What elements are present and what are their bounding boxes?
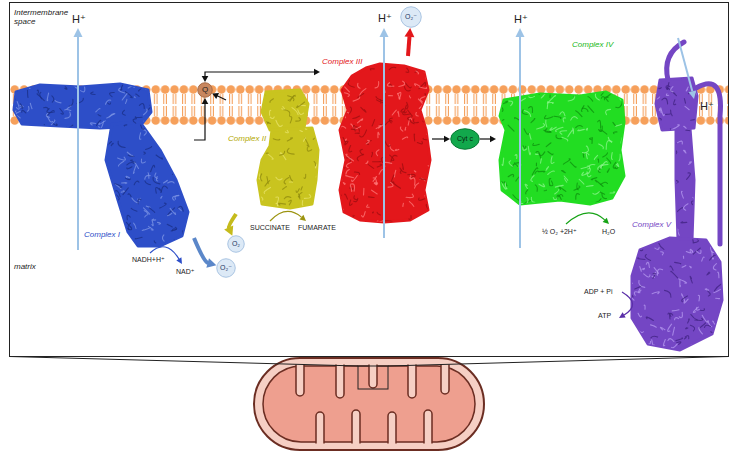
reaction-arrow [622,292,633,315]
mitochondrion-outer [254,358,484,450]
node-label: Complex IV [572,40,613,49]
protein-surface [632,238,722,350]
arrowhead [405,28,415,37]
protein-texture [628,30,726,354]
node-label: O₂ [232,240,240,248]
node-label: Complex V [632,220,671,229]
protein-surface [258,128,318,208]
proton-label: H⁺ [700,100,714,113]
arrowhead [444,136,450,143]
complex-iv: Complex IV [496,36,626,208]
protein-texture [226,84,320,214]
zoom-lines [10,357,729,367]
node-label: Complex I [84,230,120,239]
protein-surface [676,128,694,240]
arrowhead [206,258,216,268]
connector-line [205,72,315,77]
superoxide-bubble: O₂⁻ [400,6,422,28]
protein-surface [262,90,308,130]
connector-line [408,36,410,56]
product-label: ATP [598,312,611,320]
arrowhead [224,226,233,236]
protein-surface [106,122,188,246]
zoom-box [358,366,388,389]
complex-ii-shape [226,84,320,214]
oxygen-bubble: O₂ [227,235,245,253]
substrate-label: ½ O₂ +2H⁺ [542,228,577,236]
connector-line [217,96,226,100]
cytochrome-c-circle: Cyt c [450,128,480,150]
complex-iv-shape [496,36,626,208]
reaction-arrowhead [300,215,307,221]
complex-iii: Complex III [320,56,432,230]
proton-label: H⁺ [72,13,86,26]
ubiquinone-circle: Q [197,82,213,98]
node-label: O₂⁻ [220,264,232,272]
inset-frame [10,3,729,357]
circle-outline [451,129,480,150]
connector-line [194,238,208,263]
substrate-label: ADP + Pi [584,288,612,296]
reaction-arrowhead [176,257,182,264]
proton-arrows [78,35,692,250]
superoxide-bubble: O₂⁻ [216,258,236,278]
complex-i-shape [12,80,194,252]
substrate-label: SUCCINATE [250,224,290,232]
product-label: H₂O [602,228,615,236]
node-label: Complex II [228,134,266,143]
arrowhead [314,69,320,76]
arrowhead [212,93,219,99]
ros-arrow [405,28,415,56]
reaction-arrowhead [619,312,626,318]
product-label: NAD⁺ [176,268,194,276]
arrowhead [202,98,209,104]
electron-arrow [202,69,320,82]
region-label: matrix [14,262,36,271]
proton-arrowheads [74,28,697,99]
protein-texture [320,56,432,230]
electron-arrow [194,98,208,140]
substrate-label: NADH+H⁺ [132,256,165,264]
reaction-arrow [566,213,605,224]
complex-ii: Complex II [226,84,320,214]
complex-v-shape [628,30,726,354]
complex-i: Complex I [12,80,194,252]
electron-arrow [480,136,496,143]
reaction-arrowhead [603,218,609,224]
ros-arrow [194,238,216,268]
node-label: Complex III [322,57,362,66]
circle-outline [228,236,245,253]
arrowhead [202,76,209,82]
protein-stalk [696,84,721,244]
protein-texture [496,36,626,208]
product-label: FUMARATE [298,224,336,232]
circle-outline [401,7,422,28]
proton-label: H⁺ [514,13,528,26]
region-label: Intermembrane space [14,8,76,26]
arrowhead [490,136,496,143]
connector-line [194,104,205,141]
complex-v: Complex V [628,30,726,354]
electron-arrow [432,136,450,143]
node-label: O₂⁻ [405,13,417,21]
node-label: Q [202,85,208,94]
protein-surface [500,92,624,204]
connector-line [480,138,491,139]
cristae [296,365,449,444]
ros-arrow [224,214,236,236]
circle-outline [198,83,213,98]
complex-iii-shape [320,56,432,230]
proton-label: H⁺ [378,12,392,25]
reaction-arrow [270,211,301,221]
protein-texture [12,80,194,252]
circle-outline [217,259,236,278]
node-label: Cyt c [457,135,473,143]
connector-line [432,138,445,139]
electron-arrow [212,93,226,100]
